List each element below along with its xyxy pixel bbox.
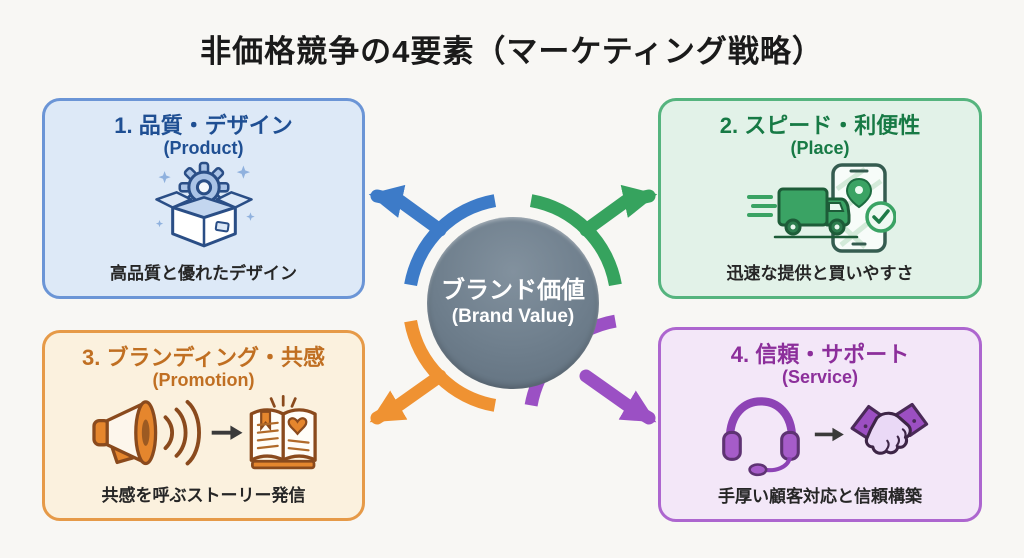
brand-value-circle: ブランド価値 (Brand Value) <box>427 217 599 389</box>
card-service-caption: 手厚い顧客対応と信頼構築 <box>718 487 922 506</box>
brand-value-title: ブランド価値 <box>441 277 585 305</box>
right-arrow-icon <box>814 427 844 442</box>
headset-handshake-icon <box>722 397 929 477</box>
card-promotion-title: 3. ブランディング・共感 <box>82 345 325 370</box>
megaphone-story-book-icon <box>91 395 317 470</box>
arrow-to-promotion <box>369 369 447 425</box>
card-place-subtitle: (Place) <box>790 138 850 159</box>
diagram-title: 非価格競争の4要素（マーケティング戦略） <box>200 34 824 69</box>
open-box-gear-icon <box>154 161 255 248</box>
delivery-truck-map-phone-icon <box>747 163 896 253</box>
sound-waves-icon <box>163 399 201 466</box>
card-place: 2. スピード・利便性 (Place) <box>658 98 982 299</box>
brand-value-subtitle: (Brand Value) <box>451 306 575 327</box>
card-service: 4. 信頼・サポート (Service) <box>658 327 982 522</box>
card-promotion-subtitle: (Promotion) <box>152 370 255 391</box>
card-service-subtitle: (Service) <box>781 367 859 388</box>
arrow-to-service <box>579 369 657 425</box>
story-book-icon <box>249 395 317 470</box>
handshake-icon <box>850 402 929 455</box>
card-product: 1. 品質・デザイン (Product) <box>42 98 365 299</box>
card-place-title: 2. スピード・利便性 <box>719 113 921 138</box>
card-promotion-caption: 共感を呼ぶストーリー発信 <box>101 486 306 505</box>
card-product-subtitle: (Product) <box>163 138 244 159</box>
megaphone-icon <box>91 400 157 466</box>
card-product-title: 1. 品質・デザイン <box>114 113 293 138</box>
card-promotion: 3. ブランディング・共感 (Promotion) <box>42 330 365 521</box>
card-place-caption: 迅速な提供と買いやすさ <box>726 264 914 283</box>
headset-icon <box>722 397 800 477</box>
arrow-to-product <box>368 184 447 237</box>
card-product-caption: 高品質と優れたデザイン <box>110 264 297 283</box>
arrow-to-place <box>579 184 658 237</box>
card-service-title: 4. 信頼・サポート <box>730 342 910 367</box>
right-arrow-icon <box>211 425 242 440</box>
